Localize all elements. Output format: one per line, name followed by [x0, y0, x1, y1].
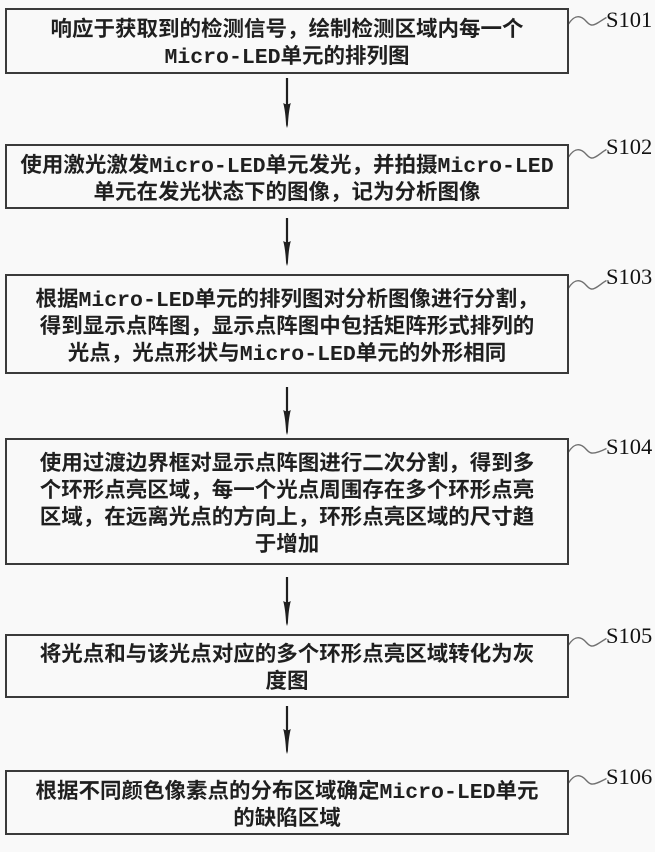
step-label-s103: S103: [606, 264, 653, 289]
flow-arrow-2: [283, 218, 291, 266]
flow-step-box-s102: 使用激光激发Micro-LED单元发光，并拍摄Micro-LED 单元在发光状态…: [5, 144, 569, 209]
arrow-head: [283, 601, 291, 626]
flow-arrow-3: [283, 387, 291, 435]
leader-line-s101: [567, 15, 607, 26]
step-text-line: 的缺陷区域: [233, 800, 341, 832]
step-label-s106: S106: [606, 763, 653, 789]
leader-line-s102: [567, 148, 607, 159]
step-text-line: 个环形点亮区域，每一个光点周围存在多个环形点亮: [39, 472, 535, 504]
flow-step-box-s105: 将光点和与该光点对应的多个环形点亮区域转化为灰 度图: [5, 634, 569, 698]
flow-step-box-s103: 根据Micro-LED单元的排列图对分析图像进行分割， 得到显示点阵图，显示点阵…: [5, 274, 569, 374]
step-text-line: Micro-LED单元的排列图: [164, 39, 410, 70]
step-label-s101: S101: [606, 6, 653, 32]
step-text-line: 区域，在远离光点的方向上，环形点亮区域的尺寸趋: [39, 499, 535, 531]
flow-arrow-1: [283, 78, 291, 128]
step-text-line: 使用过渡边界框对显示点阵图进行二次分割，得到多: [39, 445, 535, 477]
step-label-s105: S105: [606, 623, 653, 648]
flow-step-box-s106: 根据不同颜色像素点的分布区域确定Micro-LED单元 的缺陷区域: [5, 770, 569, 835]
step-text-line: 光点，光点形状与Micro-LED单元的外形相同: [67, 335, 507, 367]
flow-step-box-s104: 使用过渡边界框对显示点阵图进行二次分割，得到多 个环形点亮区域，每一个光点周围存…: [5, 438, 569, 565]
step-text-line: 度图: [265, 664, 309, 695]
step-text-line: 根据不同颜色像素点的分布区域确定Micro-LED单元: [35, 773, 539, 805]
step-label-s104: S104: [606, 433, 653, 459]
flow-arrow-5: [283, 706, 291, 754]
leader-line-s106: [567, 774, 607, 785]
arrow-head: [283, 103, 291, 128]
arrow-head: [283, 410, 291, 435]
step-text-line: 得到显示点阵图，显示点阵图中包括矩阵形式排列的: [39, 308, 535, 340]
arrow-head: [283, 241, 291, 266]
leader-line-s105: [567, 636, 607, 647]
step-text-line: 于增加: [254, 526, 320, 558]
step-text-line: 根据Micro-LED单元的排列图对分析图像进行分割，: [35, 281, 539, 313]
flow-arrow-4: [283, 577, 291, 626]
leader-line-s103: [567, 279, 607, 290]
step-text-line: 响应于获取到的检测信号，绘制检测区域内每一个: [50, 12, 524, 43]
flow-step-box-s101: 响应于获取到的检测信号，绘制检测区域内每一个 Micro-LED单元的排列图: [5, 8, 569, 74]
step-text-line: 单元在发光状态下的图像，记为分析图像: [93, 174, 481, 206]
arrow-head: [283, 729, 291, 754]
step-text-line: 将光点和与该光点对应的多个环形点亮区域转化为灰: [39, 637, 535, 668]
step-text-line: 使用激光激发Micro-LED单元发光，并拍摄Micro-LED: [20, 147, 554, 179]
leader-line-s104: [567, 443, 607, 454]
step-label-s102: S102: [606, 134, 653, 159]
